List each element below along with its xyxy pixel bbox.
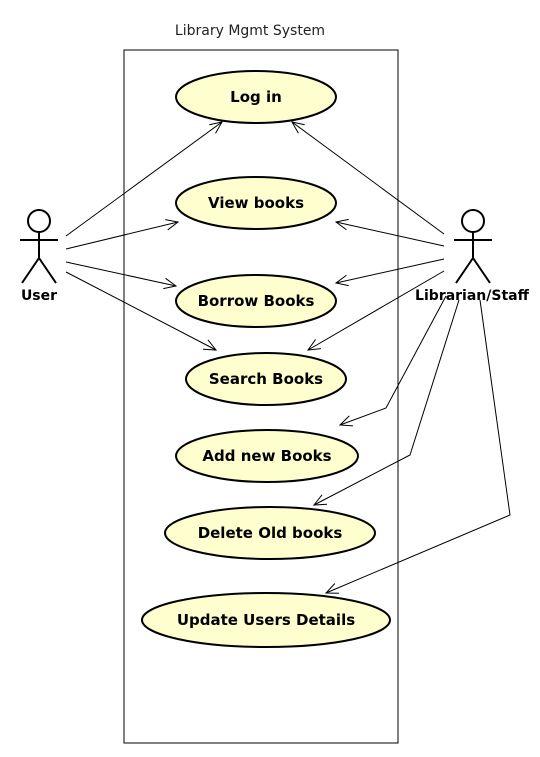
association-line: [65, 121, 223, 237]
actor-librarian-staff[interactable]: Librarian/Staff: [415, 209, 530, 304]
use-case-login[interactable]: Log in: [175, 70, 337, 124]
use-case-search-books[interactable]: Search Books: [185, 352, 347, 406]
actor-user-leg-left: [21, 257, 40, 284]
actor-librarian-head: [461, 209, 485, 233]
arrowhead-icon: [338, 415, 354, 427]
actor-user-label: User: [21, 288, 57, 304]
association-line: [339, 295, 447, 426]
use-case-add-new-books-label: Add new Books: [202, 447, 331, 465]
use-case-view-books[interactable]: View books: [175, 176, 337, 230]
system-title: Library Mgmt System: [175, 23, 325, 39]
association-librarian-add: [338, 295, 447, 427]
use-case-borrow-books-label: Borrow Books: [198, 292, 315, 310]
association-user-search: [65, 271, 218, 351]
association-line: [65, 221, 179, 250]
association-line: [335, 221, 445, 247]
use-case-search-books-ellipse: [185, 352, 347, 406]
association-librarian-delete: [312, 299, 460, 506]
use-case-borrow-books-ellipse: [175, 274, 337, 328]
arrowhead-icon: [324, 583, 340, 594]
association-line: [65, 271, 217, 351]
actor-librarian-label: Librarian/Staff: [415, 288, 530, 304]
use-case-delete-old-books[interactable]: Delete Old books: [164, 506, 376, 560]
actor-librarian-leg-right: [472, 257, 491, 284]
arrowhead-icon: [334, 274, 349, 287]
use-case-view-books-label: View books: [208, 194, 304, 212]
associations: [65, 121, 511, 594]
association-user-login: [65, 121, 223, 237]
use-case-add-new-books[interactable]: Add new Books: [175, 429, 359, 483]
association-librarian-login: [291, 121, 445, 235]
arrowhead-icon: [163, 277, 178, 290]
use-case-view-books-ellipse: [175, 176, 337, 230]
use-case-login-ellipse: [175, 70, 337, 124]
association-librarian-borrow: [334, 258, 445, 287]
use-case-update-users-details-ellipse: [141, 592, 391, 648]
arrowhead-icon: [334, 218, 349, 231]
arrowhead-icon: [291, 121, 305, 134]
association-user-view: [65, 219, 180, 250]
association-librarian-view: [334, 218, 445, 247]
association-librarian-update: [324, 299, 511, 594]
use-case-update-users-details[interactable]: Update Users Details: [141, 592, 391, 648]
arrowhead-icon: [306, 339, 321, 351]
use-case-update-users-details-label: Update Users Details: [177, 611, 355, 629]
association-librarian-search: [306, 270, 445, 351]
actor-user-leg-right: [38, 257, 57, 284]
association-line: [335, 258, 445, 284]
arrowhead-icon: [165, 219, 180, 231]
actor-librarian-leg-left: [455, 257, 474, 284]
use-case-delete-old-books-ellipse: [164, 506, 376, 560]
actor-user-head: [27, 209, 51, 233]
association-line: [291, 121, 445, 235]
use-case-add-new-books-ellipse: [175, 429, 359, 483]
use-case-delete-old-books-label: Delete Old books: [198, 524, 343, 542]
use-case-search-books-label: Search Books: [209, 370, 323, 388]
association-line: [313, 299, 460, 506]
arrowhead-icon: [209, 121, 223, 134]
association-user-borrow: [65, 261, 178, 290]
association-line: [325, 299, 511, 594]
arrowhead-icon: [202, 339, 218, 351]
use-case-login-label: Log in: [230, 88, 282, 106]
use-case-borrow-books[interactable]: Borrow Books: [175, 274, 337, 328]
actor-user[interactable]: User: [20, 209, 58, 304]
arrowhead-icon: [312, 494, 328, 506]
association-line: [65, 261, 177, 287]
association-line: [307, 270, 445, 351]
